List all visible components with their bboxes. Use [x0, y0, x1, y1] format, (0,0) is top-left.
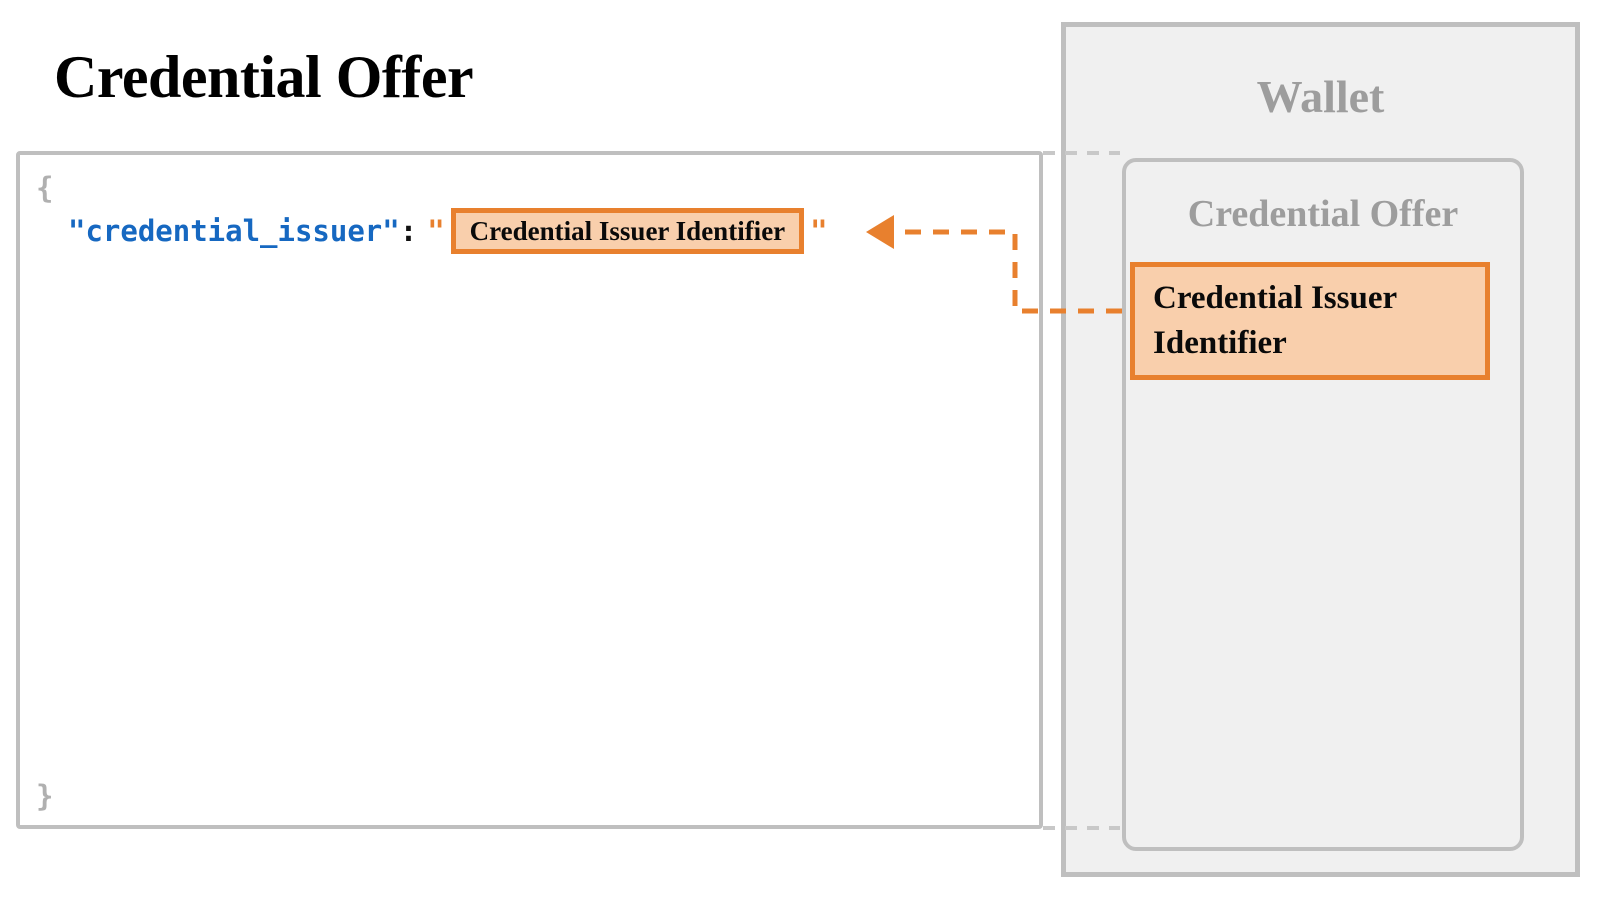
wallet-credential-offer-title: Credential Offer — [1187, 193, 1459, 235]
json-value-open-quote: " — [427, 214, 445, 248]
json-key-credential-issuer: "credential_issuer" — [68, 214, 400, 248]
json-value-close-quote: " — [810, 214, 828, 248]
json-open-brace: { — [36, 171, 54, 205]
credential-offer-json-panel: { "credential_issuer": "Credential Issuer… — [16, 151, 1043, 829]
credential-issuer-identifier-placeholder[interactable]: Credential Issuer Identifier — [450, 208, 805, 254]
json-close-brace: } — [36, 779, 54, 813]
wallet-title: Wallet — [1256, 71, 1385, 122]
page-title: Credential Offer — [54, 44, 474, 110]
wallet-credential-offer-card: Credential Offer Credential Issuer Ident… — [1122, 158, 1524, 851]
json-key-value-line: "credential_issuer": "Credential Issuer I… — [68, 208, 828, 254]
wallet-credential-issuer-identifier-item[interactable]: Credential Issuer Identifier — [1130, 262, 1490, 380]
wallet-panel: Wallet Credential Offer Credential Issue… — [1061, 22, 1580, 877]
json-colon: : — [399, 214, 418, 248]
wallet-credential-issuer-identifier-label: Credential Issuer Identifier — [1153, 280, 1397, 361]
